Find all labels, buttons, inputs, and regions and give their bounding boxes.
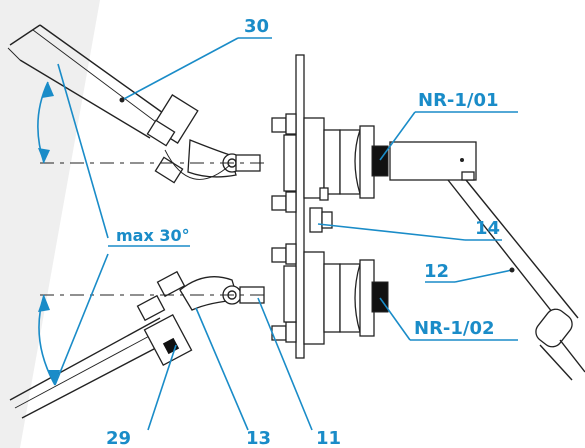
lower-knob bbox=[371, 281, 389, 313]
label-nr-1-02: NR-1/02 bbox=[414, 318, 495, 339]
label-30: 30 bbox=[244, 16, 269, 37]
label-13: 13 bbox=[246, 428, 271, 448]
lower-handle bbox=[9, 270, 265, 419]
upper-hub bbox=[271, 113, 477, 213]
background-shade bbox=[0, 0, 100, 448]
label-nr-1-01: NR-1/01 bbox=[418, 90, 499, 111]
upper-knob bbox=[371, 145, 389, 177]
center-fitting bbox=[309, 187, 333, 233]
lever-12 bbox=[447, 179, 585, 381]
label-11: 11 bbox=[316, 428, 341, 448]
label-12: 12 bbox=[424, 261, 449, 282]
label-29: 29 bbox=[106, 428, 131, 448]
mounting-plate bbox=[295, 54, 305, 359]
leader-lines bbox=[119, 37, 518, 431]
upper-handle bbox=[7, 24, 261, 184]
lower-hub bbox=[271, 243, 389, 345]
label-max-angle: max 30° bbox=[116, 226, 190, 245]
label-14: 14 bbox=[475, 218, 500, 239]
angle-dimension bbox=[37, 63, 190, 386]
